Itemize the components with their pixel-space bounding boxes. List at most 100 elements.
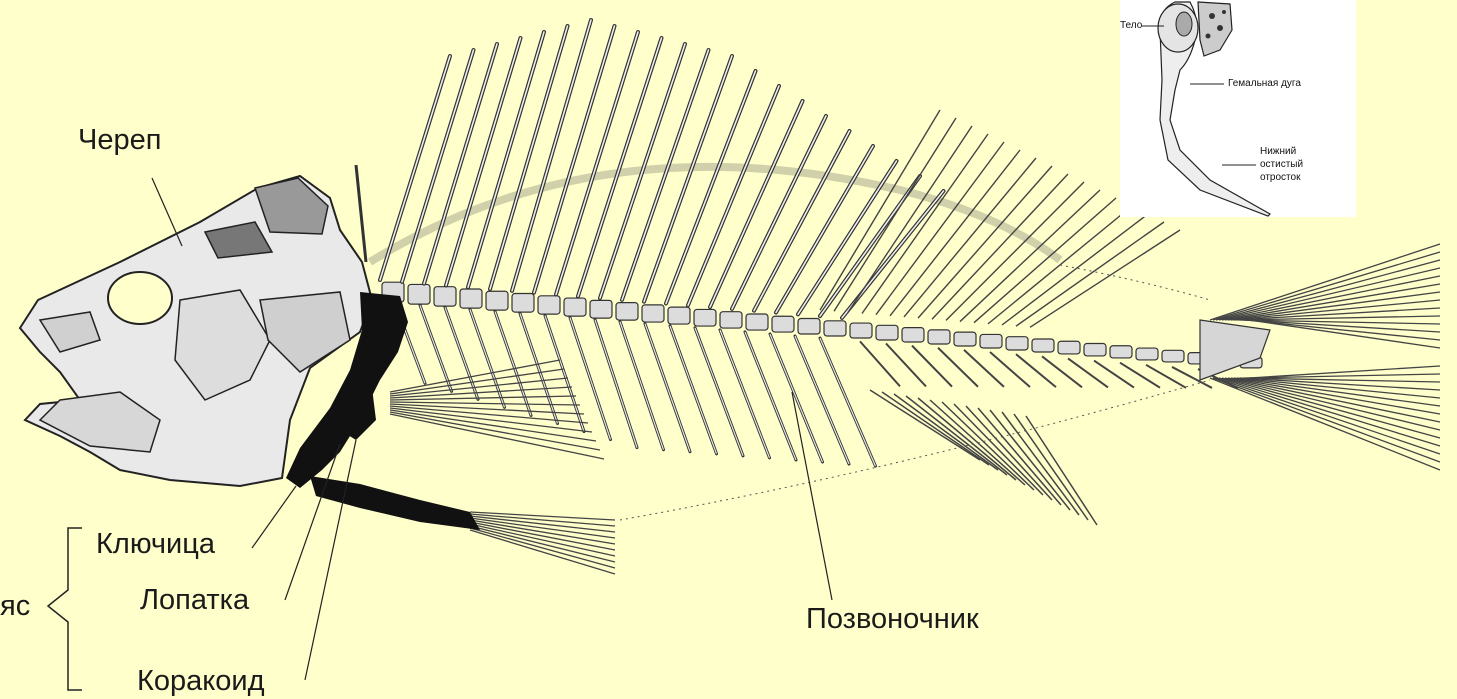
anal-ray — [942, 402, 1034, 490]
body-outline-upper — [1060, 265, 1210, 300]
haemal-spine — [912, 346, 952, 387]
haemal-spine — [1016, 354, 1056, 387]
label-spine: Позвоночник — [806, 605, 979, 634]
vertebra — [642, 305, 664, 322]
anal-ray — [918, 398, 1016, 480]
haemal-spine — [1068, 358, 1108, 387]
anal-ray — [1014, 414, 1088, 520]
vertebra-drawing — [1120, 0, 1356, 217]
rib-highlight — [745, 332, 796, 460]
vertebra — [694, 309, 716, 326]
rib-highlight — [620, 322, 664, 450]
rib-highlight — [770, 334, 823, 462]
soft-dorsal-ray — [1016, 222, 1164, 326]
soft-dorsal-ray — [834, 118, 956, 311]
label-skull: Череп — [78, 126, 161, 155]
dorsal-ray-highlight — [468, 32, 544, 287]
rib-highlight — [795, 336, 849, 464]
vertebra — [928, 330, 950, 344]
vertebra — [1084, 344, 1106, 356]
vertebra — [486, 291, 508, 310]
dorsal-fin — [356, 20, 1060, 318]
caudal-ray-upper — [1222, 276, 1440, 320]
dorsal-ray-highlight — [534, 26, 615, 293]
dorsal-ray-highlight — [446, 38, 521, 285]
inset-label-spinous-process-3: отросток — [1260, 172, 1300, 184]
caudal-ray-upper — [1249, 320, 1440, 348]
hypural-plate — [1200, 320, 1270, 380]
vertebra — [772, 316, 794, 332]
anal-ray — [882, 392, 989, 465]
vertebra — [798, 319, 820, 335]
haemal-spine — [1042, 356, 1082, 387]
inset-label-spinous-process-1: Нижний — [1260, 146, 1296, 158]
rib-highlight — [720, 330, 770, 458]
vertebra — [564, 298, 586, 316]
caudal-ray-upper — [1219, 268, 1440, 320]
haemal-spine — [1146, 365, 1186, 388]
haemal-spine — [938, 348, 978, 387]
soft-dorsal-ray — [946, 182, 1084, 320]
caudal-ray-lower — [1216, 378, 1440, 454]
soft-dorsal-ray — [904, 158, 1036, 317]
rib-highlight — [670, 326, 717, 454]
vertebra — [538, 296, 560, 314]
inset-label-spinous-process-2: остистый — [1260, 159, 1303, 171]
rib-highlight — [595, 320, 637, 448]
vertebra — [512, 294, 534, 313]
vertebra — [616, 303, 638, 320]
dorsal-ray-highlight — [556, 32, 638, 294]
vertebra — [1032, 339, 1054, 352]
soft-dorsal-ray — [1030, 230, 1180, 327]
soft-dorsal-ray — [988, 206, 1132, 324]
dorsal-ray-highlight — [402, 50, 474, 282]
dorsal-ray-highlight — [644, 56, 732, 302]
nuchal-spine — [356, 165, 366, 262]
soft-dorsal-ray — [820, 110, 940, 310]
rib-highlight — [520, 313, 558, 423]
vertebra — [902, 328, 924, 342]
rib-highlight — [570, 318, 611, 440]
vertebra — [1006, 337, 1028, 350]
rib-highlight — [645, 324, 690, 452]
vertebra — [1136, 348, 1158, 360]
haemal-spine — [1094, 361, 1134, 388]
soft-dorsal-ray — [862, 134, 988, 314]
dorsal-ray-highlight — [490, 26, 568, 289]
vertebra — [850, 323, 872, 338]
haemal-spine — [1120, 363, 1160, 388]
dorsal-ray-highlight — [622, 50, 709, 300]
dorsal-ray-highlight — [688, 86, 779, 305]
dorsal-ray-highlight — [710, 101, 803, 307]
vertebra — [746, 314, 768, 330]
rib-highlight — [820, 338, 876, 466]
vertebra-inset: Тело Гемальная дуга Нижний остистый отро… — [1120, 0, 1356, 217]
pelvic-fin — [470, 512, 615, 574]
anal-ray — [1002, 412, 1079, 515]
pelvic-ray — [470, 528, 615, 568]
dorsal-ray-highlight — [666, 71, 756, 303]
caudal-fin — [1200, 244, 1440, 470]
vertebra — [1162, 350, 1184, 362]
body-outline — [620, 380, 1210, 520]
inset-label-haemal-arch: Гемальная дуга — [1228, 78, 1301, 90]
soft-dorsal-ray — [960, 190, 1100, 322]
vertebra — [668, 307, 690, 324]
anal-ray — [906, 396, 1007, 475]
haemal-spine — [964, 350, 1004, 387]
rib-highlight — [695, 328, 743, 456]
vertebra — [720, 312, 742, 328]
anal-ray — [1026, 416, 1097, 525]
anal-ray — [930, 400, 1025, 485]
vertebra — [824, 321, 846, 336]
soft-dorsal-ray — [876, 142, 1004, 315]
girdle-bracket — [48, 528, 82, 690]
vertebra — [1058, 341, 1080, 354]
dorsal-ray-highlight — [424, 44, 497, 284]
vertebral-column — [382, 282, 1262, 368]
label-coracoid: Коракоид — [137, 667, 265, 696]
anal-fin — [870, 390, 1097, 525]
pectoral-ray — [390, 412, 600, 450]
haemal-spine — [886, 343, 926, 386]
anal-ray — [870, 390, 980, 460]
